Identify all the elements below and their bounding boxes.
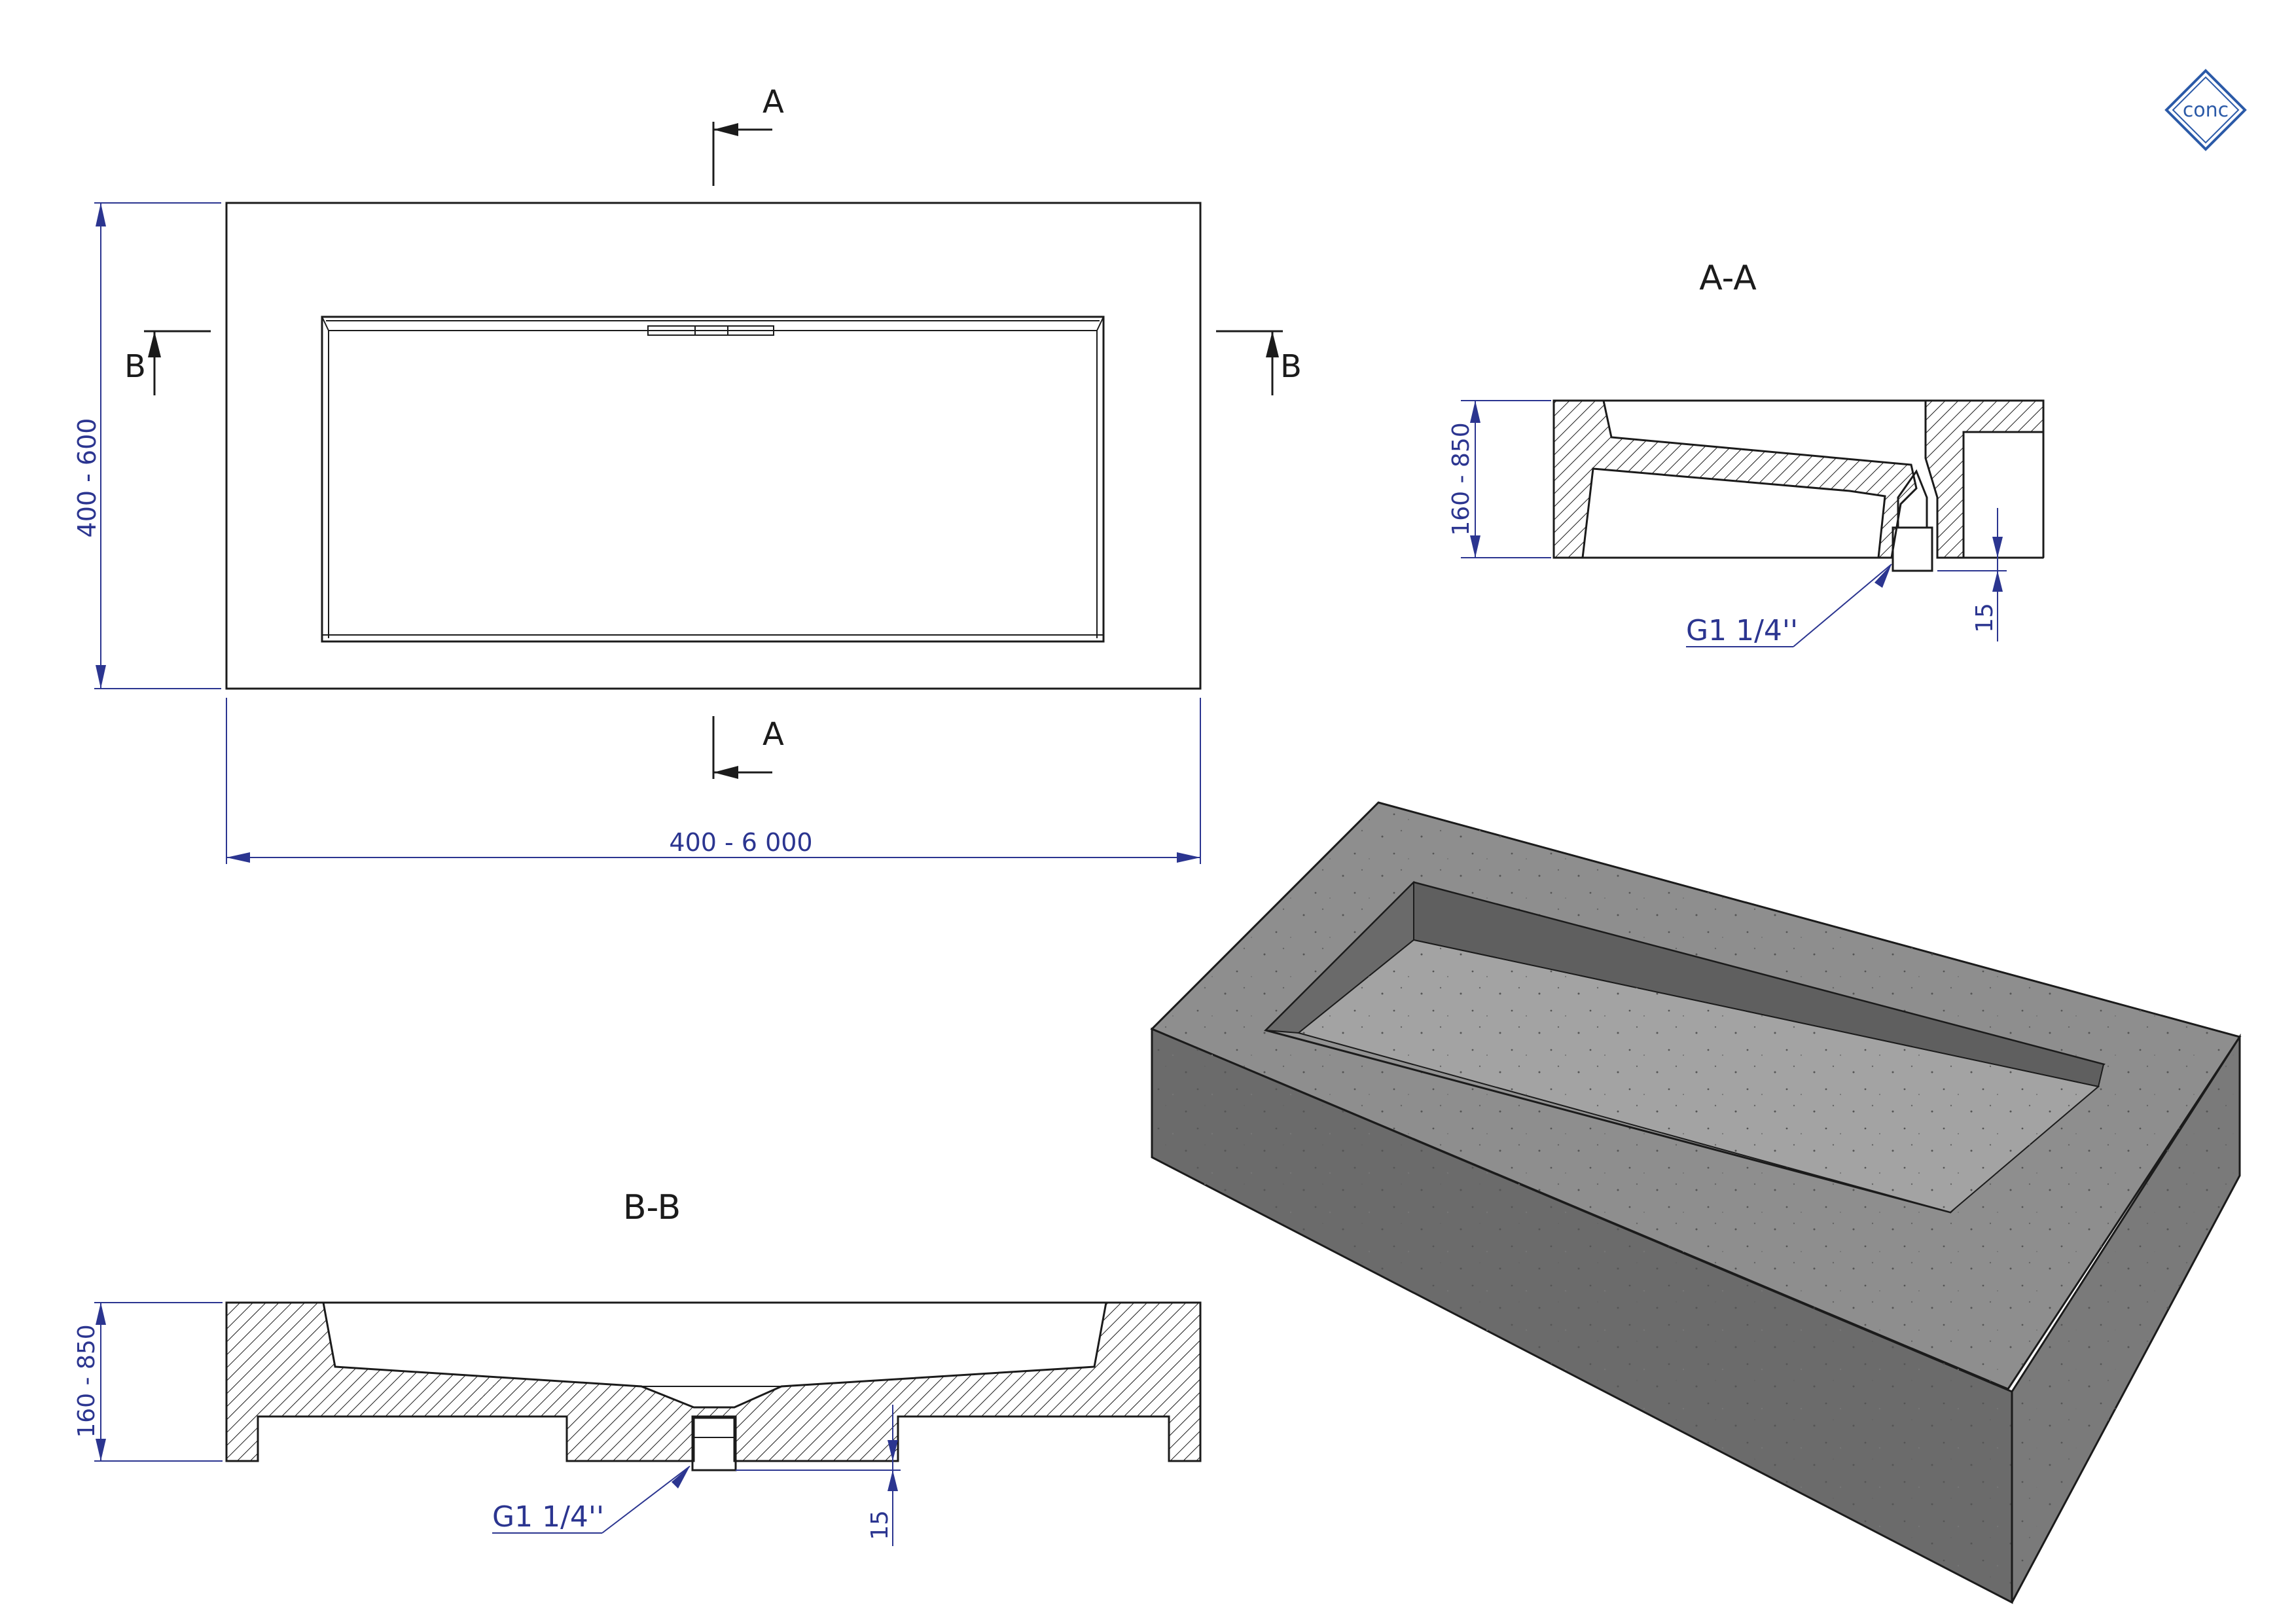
slab-outline [225,202,1202,690]
section-b-label-right: B [1280,348,1302,385]
drain-fitting-bb [691,1415,737,1471]
isometric-render [1150,801,2242,1604]
top-view: A A B B 400 - 600 400 - 6 000 [73,84,1302,864]
section-a-label-top: A [762,84,784,120]
bb-dim-height-label: 160 - 850 [73,1324,100,1437]
section-a-label-bottom: A [762,716,784,753]
dim-width-label: 400 - 6 000 [669,828,812,857]
aa-drain-label: G1 1/4'' [1686,614,1798,647]
section-bb: B-B 160 - 850 G1 1/4'' 15 [73,1188,1202,1546]
bb-drain-label: G1 1/4'' [492,1500,604,1534]
basin-outline [321,316,1105,643]
bb-drain-offset-label: 15 [867,1510,893,1540]
drain-slot [647,325,774,336]
aa-drain-offset-label: 15 [1971,603,1998,633]
drain-fitting-aa [1892,526,1933,572]
section-aa: A-A 160 - 850 G1 1/4'' [1448,259,2045,647]
section-aa-title: A-A [1699,259,1757,298]
section-bb-title: B-B [623,1188,681,1227]
logo-text: conc [2183,99,2229,122]
dim-height-label: 400 - 600 [73,418,101,538]
aa-dim-height-label: 160 - 850 [1448,422,1475,535]
conc-logo: conc [2164,69,2247,151]
section-b-label-left: B [124,348,146,385]
